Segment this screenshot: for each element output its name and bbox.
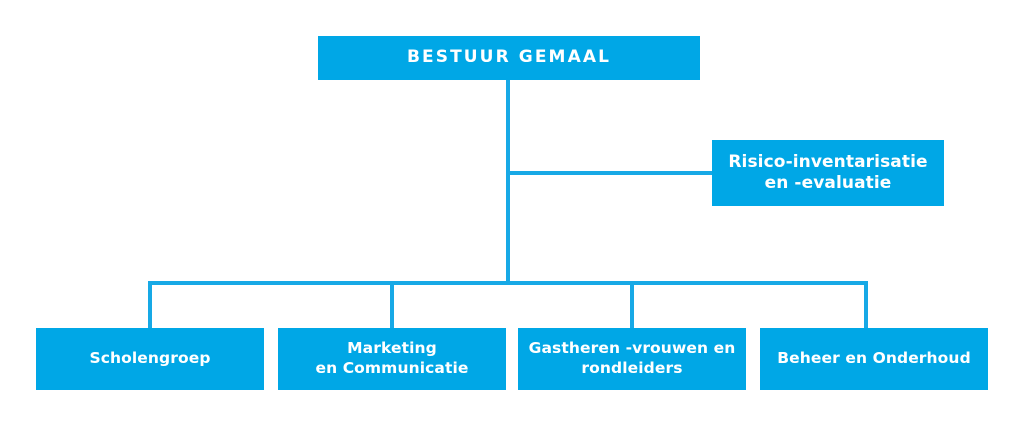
node-label-scholengroep: Scholengroep xyxy=(89,349,211,368)
node-risico-inventarisatie[interactable]: Risico-inventarisatie en -evaluatie xyxy=(712,140,944,206)
connector-drop-scholengroep xyxy=(148,281,152,330)
node-label-risico-inventarisatie: Risico-inventarisatie en -evaluatie xyxy=(728,151,928,193)
node-label-beheer-en-onderhoud: Beheer en Onderhoud xyxy=(777,349,971,368)
connector-distribution-bar xyxy=(150,281,868,285)
node-label-bestuur-gemaal: BESTUUR GEMAAL xyxy=(406,47,612,68)
node-label-marketing-en-communicatie: Marketing en Communicatie xyxy=(315,339,469,377)
node-scholengroep[interactable]: Scholengroep xyxy=(36,328,264,390)
connector-root-trunk xyxy=(506,80,510,285)
node-label-gastheren-vrouwen-en-rondleiders: Gastheren -vrouwen en rondleiders xyxy=(528,339,736,377)
connector-drop-gastheren xyxy=(630,281,634,330)
connector-drop-marketing xyxy=(390,281,394,330)
connector-root-to-staff xyxy=(506,171,714,175)
node-beheer-en-onderhoud[interactable]: Beheer en Onderhoud xyxy=(760,328,988,390)
node-gastheren-vrouwen-en-rondleiders[interactable]: Gastheren -vrouwen en rondleiders xyxy=(518,328,746,390)
node-bestuur-gemaal[interactable]: BESTUUR GEMAAL xyxy=(318,36,700,80)
node-marketing-en-communicatie[interactable]: Marketing en Communicatie xyxy=(278,328,506,390)
connector-drop-beheer xyxy=(864,281,868,330)
